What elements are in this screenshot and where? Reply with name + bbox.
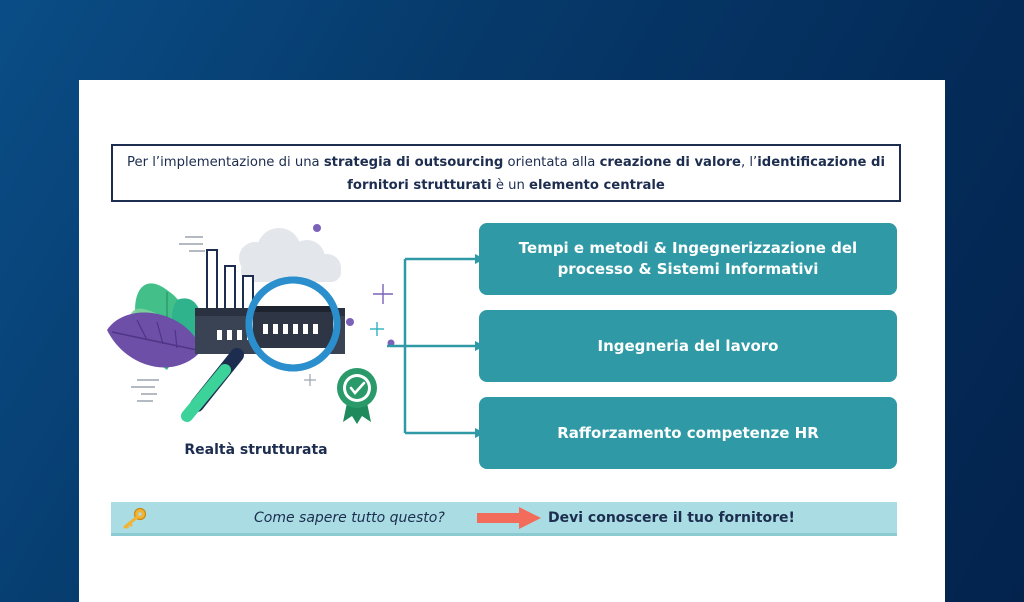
question-text: Come sapere tutto questo? [254,510,445,526]
sparkle-icon [373,284,393,304]
headline-text: orientata alla [503,155,600,170]
headline-bold: identificazione di fornitori strutturati [347,155,885,193]
cloud-icon [239,228,341,282]
slide: Per l’implementazione di una strategia d… [79,80,945,602]
feature-box-tempi-metodi: Tempi e metodi & Ingegnerizzazione del p… [479,223,897,295]
headline-bold: strategia di outsourcing [323,155,504,170]
headline-bold: elemento centrale [529,178,665,193]
headline-box: Per l’implementazione di una strategia d… [111,144,901,202]
sparkle-icon [304,374,316,386]
dot-icon [346,318,354,326]
dot-icon [313,224,321,232]
headline-bold: creazione di valore [599,155,741,170]
feature-box-competenze-hr: Rafforzamento competenze HR [479,397,897,469]
purple-leaf-icon [107,312,202,368]
feature-box-label: Rafforzamento competenze HR [557,423,819,442]
headline-text: , l’ [740,155,758,170]
key-icon [123,507,147,529]
feature-box-label: Ingegneria del lavoro [597,336,779,355]
sparkle-icon [370,322,384,336]
headline-text: Per l’implementazione di una [127,155,324,170]
motion-lines [131,236,205,402]
magnifier-icon [181,276,341,422]
right-arrow-icon [477,507,541,529]
factory-magnifier-illustration [107,224,395,424]
feature-box-ingegneria-lavoro: Ingegneria del lavoro [479,310,897,382]
answer-text: Devi conoscere il tuo fornitore! [548,510,795,526]
certified-badge-icon [337,368,377,424]
headline-text: è un [491,178,530,193]
branch-connector [387,254,485,438]
bottom-bar: Come sapere tutto questo? Devi conoscere… [111,502,897,536]
feature-box-label: Tempi e metodi & Ingegnerizzazione del p… [518,239,858,278]
illustration-caption: Realtà strutturata [184,442,328,458]
